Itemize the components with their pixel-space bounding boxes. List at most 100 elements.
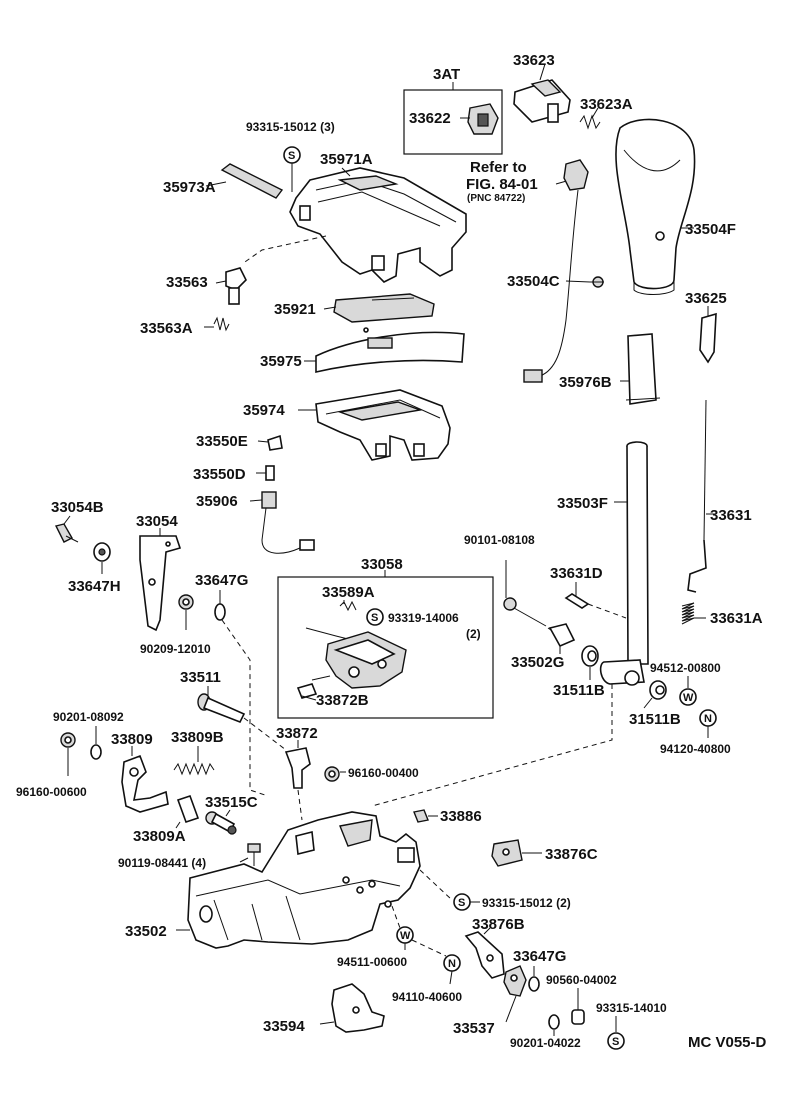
- label-90119-08441: 90119-08441 (4): [118, 856, 206, 870]
- svg-text:N: N: [448, 958, 456, 970]
- s-symbol-3: S: [453, 893, 471, 911]
- bracket-33594: [331, 983, 385, 1033]
- label-33622: 33622: [409, 110, 451, 127]
- n-symbol-1: N: [699, 709, 717, 727]
- base-plate-33502: [187, 811, 421, 949]
- label-31511b-a: 31511B: [553, 682, 605, 699]
- label-93319-14006: 93319-14006: [388, 611, 459, 625]
- refer-line3: (PNC 84722): [467, 193, 525, 204]
- lamp-33563: [225, 267, 247, 305]
- svg-text:W: W: [400, 930, 411, 942]
- svg-text:S: S: [288, 150, 295, 162]
- washer-90201-08092: [90, 744, 102, 760]
- nut-96160-00600: [60, 732, 76, 748]
- svg-text:W: W: [683, 692, 694, 704]
- label-33876b: 33876B: [472, 916, 525, 933]
- dust-cover-35975: [315, 327, 465, 374]
- 33058-group-label: 33058: [361, 556, 403, 573]
- spring-33563a: [213, 316, 230, 332]
- label-33872b: 33872B: [316, 692, 369, 709]
- solenoid-assembly: [296, 627, 407, 699]
- label-33809a: 33809A: [133, 828, 186, 845]
- bolt-33054b: [54, 523, 79, 543]
- shift-lever-33503f: [599, 441, 649, 686]
- label-33809: 33809: [111, 731, 153, 748]
- label-33054b: 33054B: [51, 499, 104, 516]
- socket-wire-35906: [261, 491, 315, 554]
- lever-33872: [284, 747, 311, 789]
- spring-33631a: [681, 602, 695, 625]
- sleeve-35976b: [625, 333, 661, 405]
- label-33631d: 33631D: [550, 565, 603, 582]
- label-33515c: 33515C: [205, 794, 258, 811]
- s-symbol-2: S: [366, 608, 384, 626]
- label-33594: 33594: [263, 1018, 305, 1035]
- lever-33809: [121, 754, 169, 813]
- label-33550d: 33550D: [193, 466, 246, 483]
- label-35975: 35975: [260, 353, 302, 370]
- label-35973a: 35973A: [163, 179, 216, 196]
- label-35906: 35906: [196, 493, 238, 510]
- label-33809b: 33809B: [171, 729, 224, 746]
- label-35974: 35974: [243, 402, 285, 419]
- washer-90201-04022: [548, 1014, 560, 1030]
- part-33625: [699, 312, 717, 364]
- collar-33809a: [176, 794, 200, 824]
- svg-text:S: S: [612, 1036, 619, 1048]
- label-33647g-a: 33647G: [195, 572, 248, 589]
- label-33550e: 33550E: [196, 433, 248, 450]
- label-96160-00400: 96160-00400: [348, 766, 419, 780]
- label-93315-14010: 93315-14010: [596, 1001, 667, 1015]
- w-symbol-1: W: [679, 688, 697, 706]
- indicator-housing-35971a: [289, 167, 467, 283]
- bracket-33054: [139, 535, 182, 632]
- label-33504c: 33504C: [507, 273, 560, 290]
- label-93319-14006-qty: (2): [466, 627, 481, 641]
- label-94110-40600: 94110-40600: [392, 990, 462, 1004]
- s-symbol-1: S: [283, 146, 301, 164]
- label-33876c: 33876C: [545, 846, 598, 863]
- pin-33515c: [205, 811, 237, 835]
- label-33886: 33886: [440, 808, 482, 825]
- nut-90209-12010: [178, 594, 194, 610]
- bolt-90101-08108: [503, 597, 547, 627]
- spring-33589a: [339, 600, 357, 612]
- bulb-33550e: [267, 434, 283, 451]
- label-33623a: 33623A: [580, 96, 633, 113]
- rod-33631: [687, 399, 707, 593]
- part-33622: [467, 103, 499, 135]
- label-94120-40800: 94120-40800: [660, 742, 731, 756]
- label-33537: 33537: [453, 1020, 495, 1037]
- label-33563a: 33563A: [140, 320, 193, 337]
- pin-33631d: [564, 593, 590, 609]
- label-94512-00800: 94512-00800: [650, 661, 721, 675]
- lower-housing-35974: [315, 389, 451, 461]
- label-31511b-b: 31511B: [629, 711, 681, 728]
- s-symbol-4: S: [607, 1032, 625, 1050]
- label-33623: 33623: [513, 52, 555, 69]
- bushing-31511b-b: [649, 680, 667, 700]
- spring-33809b: [173, 762, 215, 776]
- knob-switch-cable: [523, 159, 589, 383]
- label-35971a: 35971A: [320, 151, 373, 168]
- label-90209-12010: 90209-12010: [140, 642, 211, 656]
- label-90560-04002: 90560-04002: [546, 973, 617, 987]
- collar-33502g: [548, 623, 576, 648]
- bolt-33511: [197, 693, 246, 724]
- label-33625: 33625: [685, 290, 727, 307]
- label-33502g: 33502G: [511, 654, 564, 671]
- label-35921: 35921: [274, 301, 316, 318]
- label-33647g-b: 33647G: [513, 948, 566, 965]
- n-symbol-2: N: [443, 954, 461, 972]
- label-33502: 33502: [125, 923, 167, 940]
- label-33589a: 33589A: [322, 584, 375, 601]
- label-93315-15012-3: 93315-15012 (3): [246, 120, 335, 134]
- label-33503f: 33503F: [557, 495, 608, 512]
- clip-33886: [413, 809, 429, 823]
- label-33504f: 33504F: [685, 221, 736, 238]
- button-33623: [513, 79, 571, 123]
- w-symbol-2: W: [396, 926, 414, 944]
- drawing-code: MC V055-D: [688, 1034, 767, 1051]
- bushing-33647g-b: [528, 976, 540, 992]
